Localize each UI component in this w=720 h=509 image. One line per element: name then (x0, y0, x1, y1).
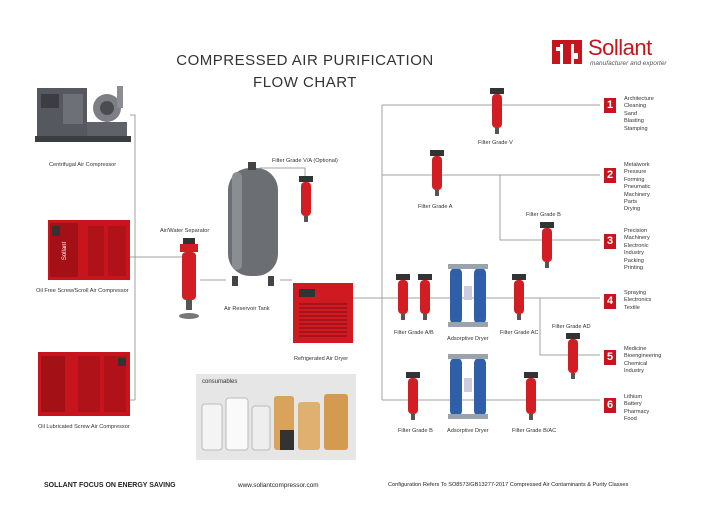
centrifugal-compressor: Centrifugal Air Compressor (35, 78, 135, 168)
application-3-line-3: Packing (624, 257, 644, 264)
filter-ad-label: Filter Grade AD (552, 324, 591, 330)
oil-free-compressor: Sollant Oil Free Screw/Scroll Air Compre… (36, 220, 132, 294)
tank-label: Air Reservoir Tank (224, 306, 270, 312)
application-4-number: 4 (604, 294, 616, 309)
air-reservoir-tank-icon (228, 162, 278, 286)
title-line-1: COMPRESSED AIR PURIFICATION (176, 52, 434, 69)
centrifugal-label: Centrifugal Air Compressor (49, 162, 117, 168)
oil-lubricated-compressor: Oil Lubricated Screw Air Compressor (38, 352, 132, 430)
application-1-number: 1 (604, 98, 616, 113)
air-water-separator-icon (179, 238, 199, 319)
oil-free-label: Oil Free Screw/Scroll Air Compressor (36, 288, 129, 294)
filter-b-icon (540, 222, 554, 268)
centrifugal-compressor-icon (35, 86, 131, 142)
brand-name: Sollant (588, 35, 652, 60)
filter-a-label: Filter Grade A (418, 204, 453, 210)
brand-logo: Sollant manufacturer and exporter (550, 35, 690, 71)
filter-ad-icon (566, 333, 580, 379)
adsorptive-dryer-2-label: Adsorptive Dryer (447, 428, 489, 434)
filter-via-label: Filter Grade V/A (Optional) (272, 158, 338, 164)
application-6-number: 6 (604, 398, 616, 413)
filter-v-icon (490, 88, 504, 134)
dryer-label: Refrigerated Air Dryer (294, 356, 349, 362)
application-4-line-1: Spraying (624, 290, 647, 296)
title-line-2: FLOW CHART (253, 74, 357, 91)
consumables-panel: consumables (196, 374, 356, 460)
filter-ac-label: Filter Grade AC (500, 330, 539, 336)
footer-website[interactable]: www.sollantcompressor.com (238, 482, 319, 489)
filter-via-icon (299, 176, 313, 222)
consumables-label: consumables (202, 379, 238, 385)
adsorptive-dryer-1-icon (448, 264, 488, 327)
filter-b-label: Filter Grade B (526, 212, 561, 218)
application-6-line-1: Lithium Battery (624, 394, 643, 408)
filter-ab-icon (396, 274, 432, 320)
application-5-line-3: Chemical Industry (624, 360, 648, 375)
filter-ab-label: Filter Grade A/B (394, 330, 434, 336)
application-5-number: 5 (604, 350, 616, 365)
adsorptive-dryer-1-label: Adsorptive Dryer (447, 336, 489, 342)
footer-slogan: SOLLANT FOCUS ON ENERGY SAVING (44, 482, 176, 489)
compressor-panel-text: Sollant (62, 241, 69, 261)
chart-title: COMPRESSED AIR PURIFICATION FLOW CHART (160, 50, 450, 94)
application-1-line-4: Stamping (624, 125, 648, 132)
application-1-line-1: Architecture (624, 96, 654, 102)
refrigerated-air-dryer (293, 283, 353, 343)
application-2-number: 2 (604, 168, 616, 183)
filter-bac-icon (524, 372, 538, 420)
application-5-line-2: Bioengineering (624, 353, 662, 360)
application-2-line-2: Pressure Forming (624, 169, 647, 183)
application-2-line-1: Metalwork (624, 162, 650, 168)
application-5-line-1: Medicine (624, 346, 647, 352)
application-1-line-3: Sand Blasting (624, 110, 644, 125)
application-6-line-2: Pharmacy (624, 408, 650, 415)
application-3-number: 3 (604, 234, 616, 249)
filter-ac-icon (512, 274, 526, 320)
application-3-line-2: Electronic Industry (624, 242, 649, 257)
brand-tagline: manufacturer and exporter (590, 60, 667, 67)
adsorptive-dryer-2-icon (448, 354, 488, 419)
application-3-line-4: Printing (624, 265, 643, 272)
stc-logo-icon (552, 40, 582, 64)
application-4-line-3: Textile (624, 304, 640, 311)
filter-a-icon (430, 150, 444, 196)
application-2-line-3: Pneumatic Machinery (624, 184, 651, 198)
oil-lubricated-label: Oil Lubricated Screw Air Compressor (38, 424, 130, 430)
footer-note: Configuration Refers To SO8573/GB13277-2… (388, 482, 629, 488)
filter-b2-icon (406, 372, 420, 420)
application-3-line-1: Precision Machinery (624, 228, 650, 242)
filter-b2-label: Filter Grade B (398, 428, 433, 434)
application-4-line-2: Electronics (624, 297, 652, 304)
separator-label: Air/Water Separator (160, 228, 210, 234)
application-1-line-2: Cleaning (624, 103, 647, 110)
application-2-line-4: Parts Drying (624, 199, 641, 213)
consumables-filters-icon (201, 394, 348, 451)
application-6-line-3: Food (624, 416, 637, 423)
filter-bac-label: Filter Grade B/AC (512, 428, 557, 434)
filter-v-label: Filter Grade V (478, 140, 513, 146)
